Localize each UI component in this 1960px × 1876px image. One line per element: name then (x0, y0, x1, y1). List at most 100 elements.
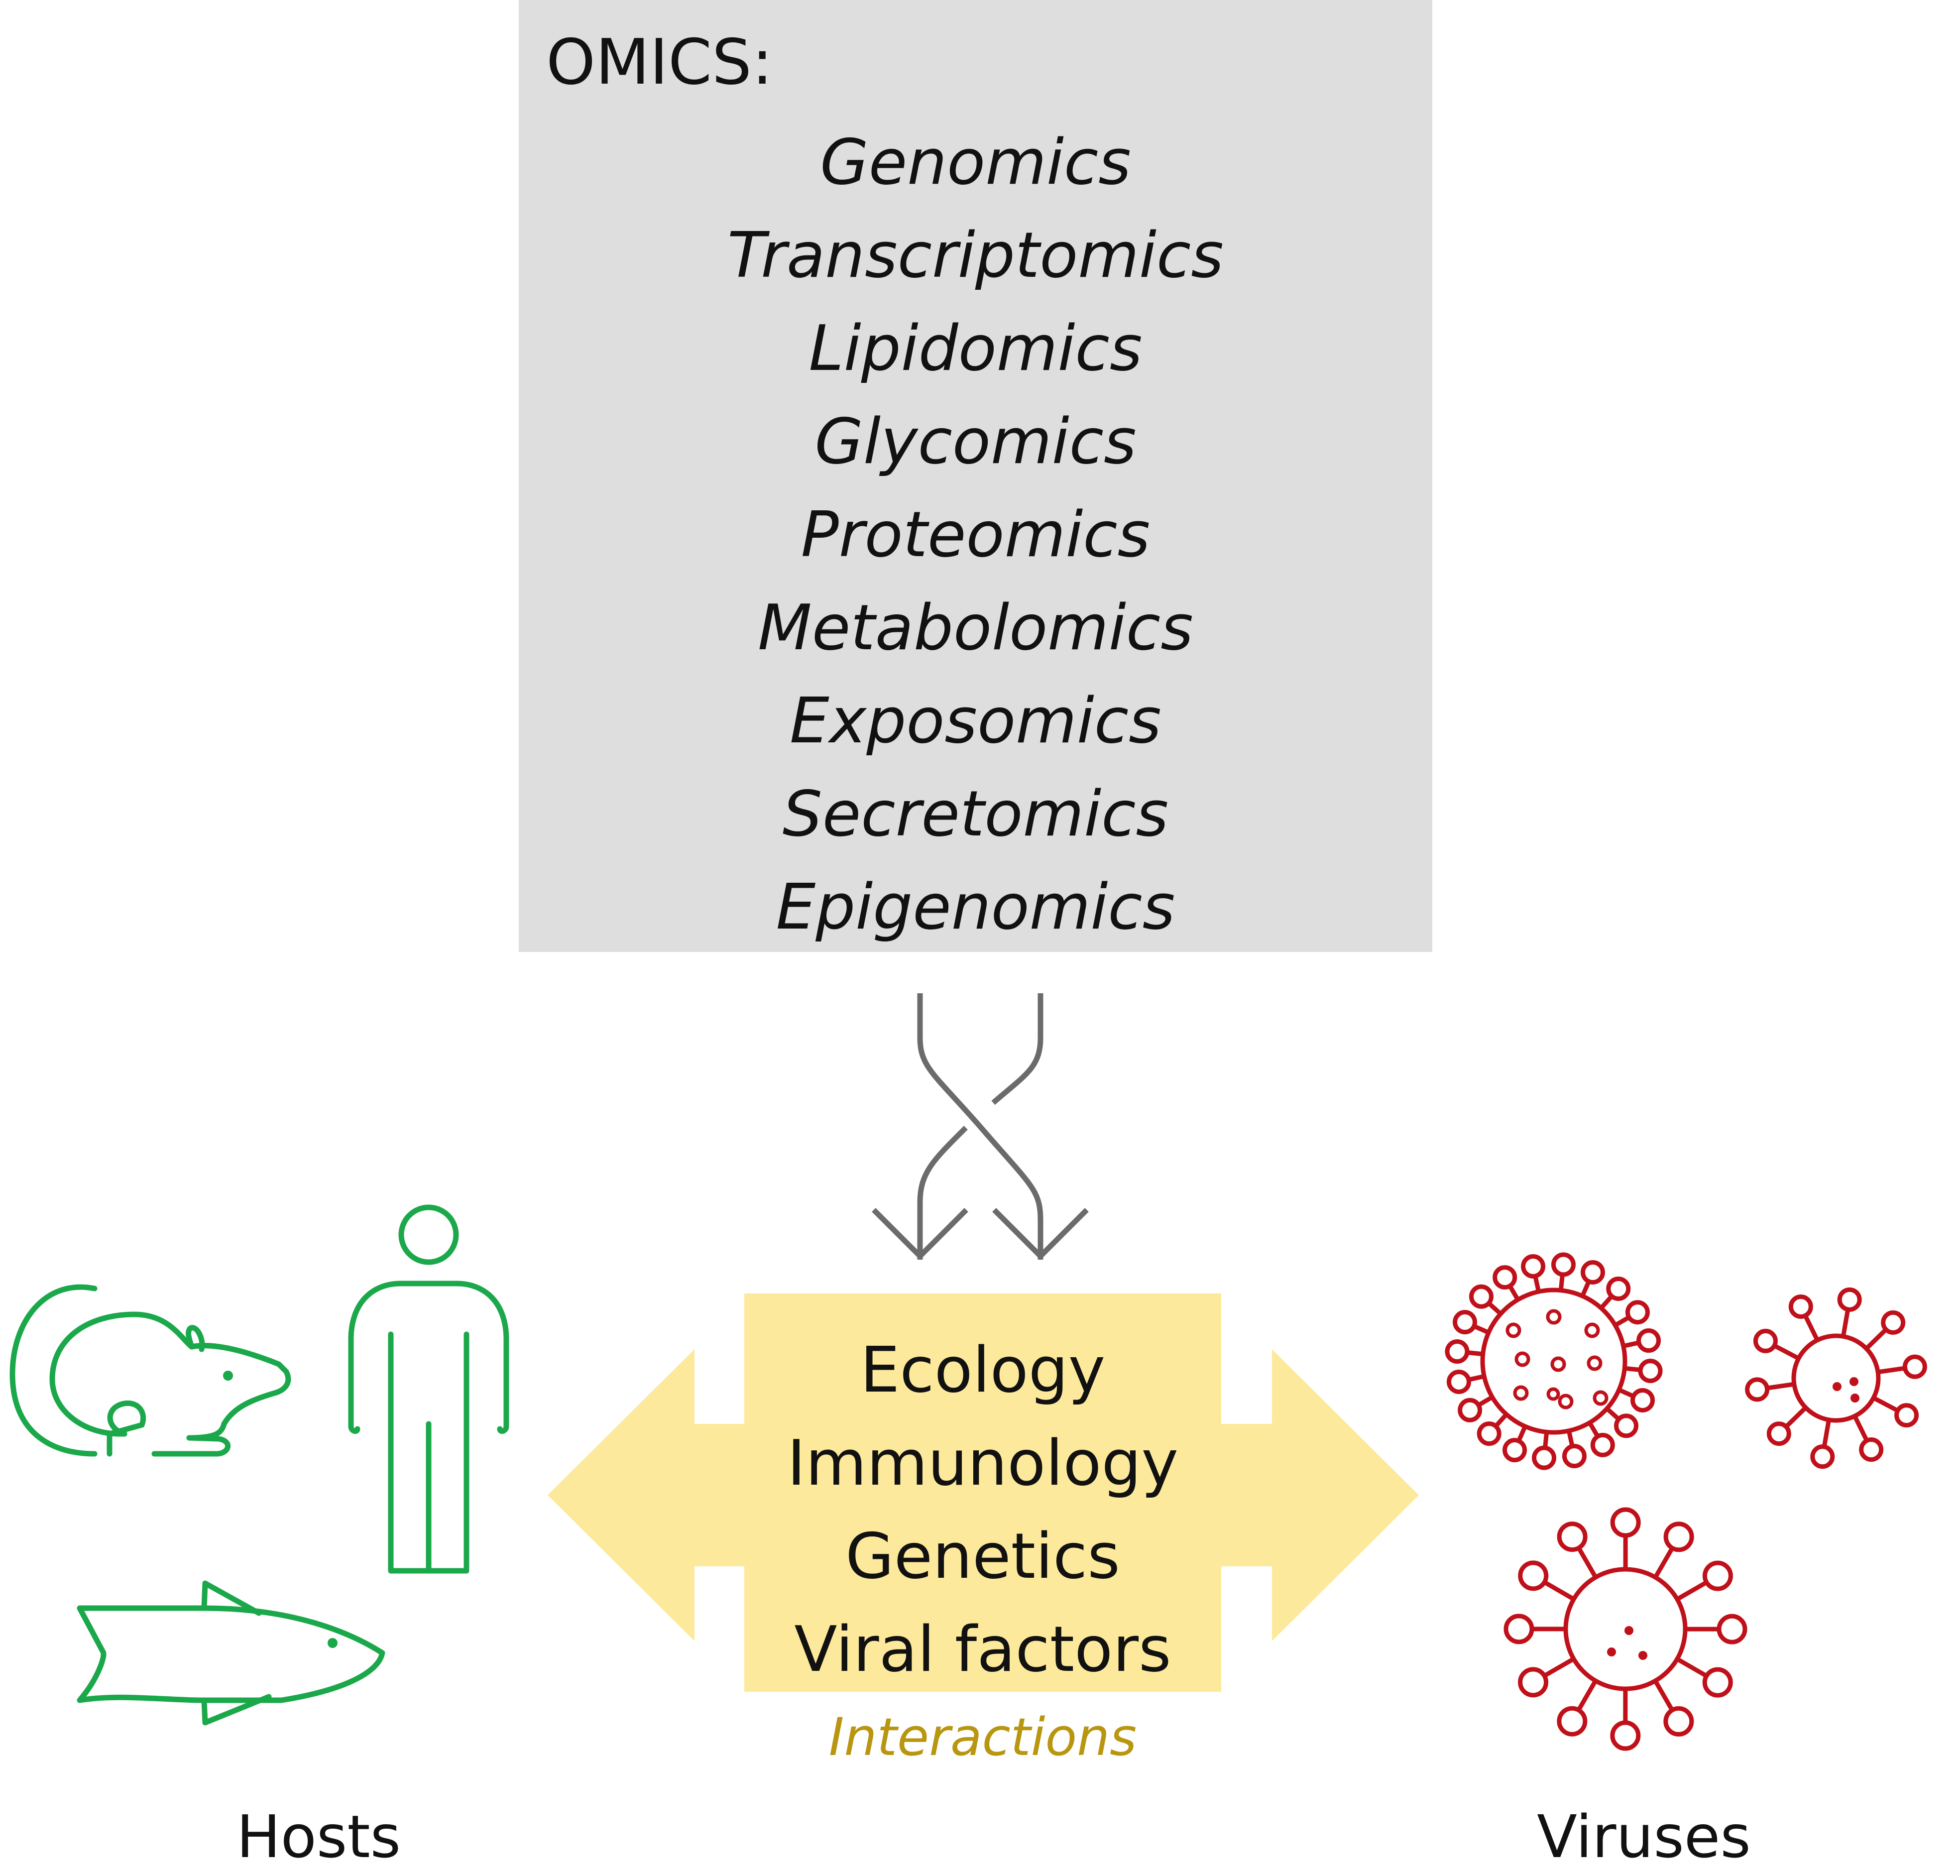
omics-box: OMICS: Genomics Transcriptomics Lipidomi… (519, 0, 1432, 952)
virus-spike-knob (1894, 1403, 1919, 1428)
virus-spike-knob (1702, 1667, 1733, 1698)
virus-spike (1676, 1657, 1708, 1678)
interaction-item: Immunology (787, 1426, 1179, 1500)
omics-item: Lipidomics (808, 312, 1143, 385)
virus-spike-knob (1469, 1284, 1494, 1309)
virus-spike (1624, 1366, 1641, 1372)
virus-spike-knob (1518, 1560, 1549, 1591)
virus-particles (1607, 1626, 1647, 1660)
virus-spike-knob (1446, 1369, 1471, 1394)
virus-spike-knob (1452, 1310, 1477, 1335)
virus-spike-knob (1557, 1706, 1588, 1737)
virus-spike-knob (1521, 1254, 1546, 1279)
virus-spike-knob (1663, 1706, 1694, 1737)
virus-spike-knob (1562, 1444, 1587, 1469)
virus-spike-knob (1638, 1358, 1663, 1383)
virus-spike (1588, 1421, 1600, 1438)
virus-icon (1503, 1507, 1747, 1751)
virus-spike (1516, 1425, 1527, 1442)
virus-spike-knob (1717, 1614, 1747, 1644)
virus-spike (1494, 1412, 1508, 1428)
virus-spike-knob (1610, 1720, 1641, 1751)
virus-spike-knob (1614, 1413, 1639, 1438)
omics-item: Genomics (820, 125, 1131, 199)
virus-spike (1566, 1430, 1575, 1447)
rat-eye-icon (223, 1371, 233, 1381)
virus-spike-knob (1788, 1294, 1813, 1319)
virus-spike-knob (1502, 1438, 1527, 1463)
virus-spike (1803, 1314, 1820, 1341)
virus-spike (1467, 1350, 1484, 1357)
virus-spike (1576, 1679, 1598, 1711)
virus-spike (1784, 1406, 1808, 1428)
virus-spike-knob (1557, 1522, 1588, 1552)
fish-icon (77, 1580, 385, 1726)
virus-spike (1852, 1415, 1869, 1442)
virus-particles (1833, 1377, 1859, 1403)
virus-spike (1822, 1419, 1831, 1447)
virus-spike (1864, 1328, 1888, 1350)
virus-spike (1841, 1309, 1850, 1337)
virus-spike-knob (1902, 1354, 1927, 1379)
virus-spike-knob (1753, 1328, 1778, 1353)
virus-spike (1473, 1324, 1490, 1335)
omics-list: Genomics Transcriptomics Lipidomics Glyc… (519, 116, 1432, 953)
virus-spike-knob (1532, 1445, 1557, 1470)
omics-item: Metabolomics (758, 591, 1193, 664)
omics-item: Secretomics (782, 777, 1169, 850)
virus-icon (1745, 1287, 1927, 1469)
virus-spike-knob (1766, 1421, 1791, 1446)
virus-spike (1533, 1276, 1541, 1292)
virus-spike (1618, 1388, 1635, 1399)
virus-spike-knob (1590, 1432, 1615, 1457)
virus-spike-knob (1881, 1310, 1906, 1335)
virus-spike-knob (1551, 1252, 1576, 1277)
virus-spike-knob (1636, 1328, 1661, 1353)
omics-title: OMICS: (546, 25, 773, 99)
interaction-item: Genetics (845, 1520, 1120, 1593)
virus-spike-knob (1745, 1377, 1770, 1402)
omics-item: Proteomics (801, 498, 1151, 571)
fish-eye-icon (328, 1638, 338, 1648)
virus-spike-knob (1663, 1522, 1694, 1552)
virus-spike-knob (1458, 1398, 1483, 1422)
rat-icon (9, 1284, 291, 1457)
interactions-caption: Interactions (828, 1707, 1137, 1767)
virus-spike (1614, 1315, 1630, 1327)
virus-spike-knob (1580, 1260, 1605, 1285)
virus-particles (1505, 1309, 1609, 1409)
omics-item: Exposomics (790, 684, 1161, 757)
virus-spike-knob (1625, 1300, 1650, 1325)
interaction-box (744, 1293, 1221, 1692)
virus-spike (1487, 1301, 1502, 1316)
virus-spike (1477, 1395, 1494, 1407)
virus-spike (1543, 1431, 1549, 1448)
virus-spike-knob (1606, 1276, 1631, 1301)
virus-spike (1605, 1407, 1620, 1421)
interaction-item: Ecology (860, 1333, 1106, 1407)
virus-spike (1877, 1366, 1906, 1375)
virus-spike (1468, 1374, 1485, 1382)
viruses-label: Viruses (1537, 1802, 1751, 1871)
virus-spike-knob (1477, 1421, 1501, 1446)
virus-spike (1872, 1396, 1899, 1413)
virus-spike-knob (1445, 1339, 1470, 1364)
omics-item: Glycomics (814, 405, 1137, 478)
virus-spike-knob (1610, 1507, 1641, 1538)
virus-spike (1577, 1546, 1598, 1579)
virus-spike (1676, 1580, 1708, 1601)
virus-spike (1653, 1679, 1674, 1712)
virus-spike-knob (1503, 1614, 1534, 1644)
virus-spike-knob (1630, 1388, 1655, 1412)
virus-spike (1599, 1294, 1614, 1310)
omics-item: Transcriptomics (727, 219, 1224, 292)
virus-icon (1445, 1252, 1663, 1470)
virus-spike-knob (1702, 1560, 1733, 1591)
virus-spike (1580, 1280, 1591, 1297)
virus-spike (1653, 1547, 1675, 1579)
virus-spike (1558, 1274, 1565, 1291)
interaction-item: Viral factors (794, 1613, 1171, 1686)
virus-spike-knob (1837, 1287, 1862, 1312)
omics-item: Epigenomics (776, 870, 1175, 943)
